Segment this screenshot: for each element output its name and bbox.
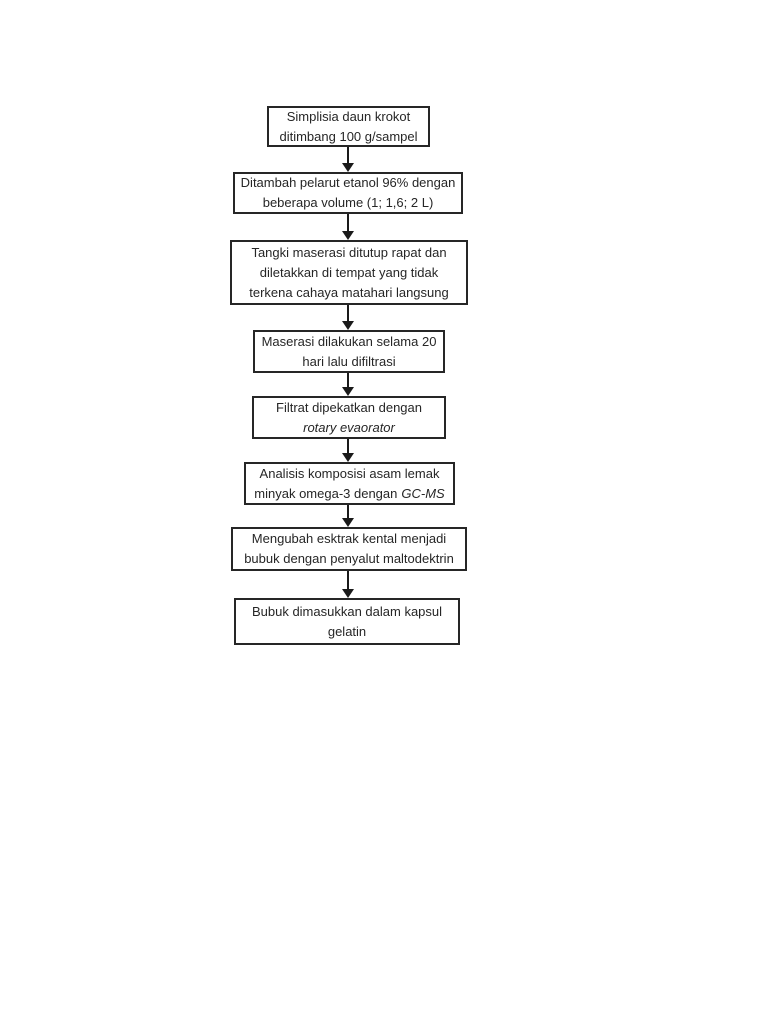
- node-text-line: Analisis komposisi asam lemak: [259, 465, 440, 481]
- node-text-line: Ditambah pelarut etanol 96% dengan: [240, 175, 456, 190]
- node-text-line: beberapa volume (1; 1,6; 2 L): [262, 195, 434, 210]
- arrow-stem: [347, 373, 349, 388]
- node-text-line: Mengubah esktrak kental menjadi: [251, 531, 447, 546]
- node-text-line: Filtrat dipekatkan dengan: [276, 399, 422, 415]
- node-text-line: rotary evaorator: [303, 419, 395, 435]
- node-text-line: gelatin: [327, 623, 367, 639]
- node-text-line: hari lalu difiltrasi: [302, 353, 396, 369]
- arrow-head: [342, 453, 354, 462]
- flowchart-node-analyze-fatty-acids: Analisis komposisi asam lemak minyak ome…: [244, 462, 455, 505]
- node-text-segment-italic: GC-MS: [401, 485, 445, 501]
- flowchart-node-convert-to-powder: Mengubah esktrak kental menjadi bubuk de…: [231, 527, 467, 571]
- flowchart-node-weigh-sample: Simplisia daun krokot ditimbang 100 g/sa…: [267, 106, 430, 147]
- node-text-line: bubuk dengan penyalut maltodektrin: [244, 551, 454, 566]
- node-text-line: terkena cahaya matahari langsung: [249, 284, 449, 300]
- arrow-down-icon: [342, 439, 354, 462]
- flowchart-node-close-tank: Tangki maserasi ditutup rapat dan dileta…: [230, 240, 468, 305]
- arrow-stem: [347, 571, 349, 590]
- arrow-head: [342, 163, 354, 172]
- node-text-line: diletakkan di tempat yang tidak: [259, 264, 439, 280]
- node-text-line: Bubuk dimasukkan dalam kapsul: [251, 603, 443, 619]
- arrow-stem: [347, 305, 349, 322]
- node-text-line: Simplisia daun krokot: [286, 108, 411, 124]
- arrow-head: [342, 231, 354, 240]
- flowchart-node-concentrate-filtrate: Filtrat dipekatkan dengan rotary evaorat…: [252, 396, 446, 439]
- node-text-line: Tangki maserasi ditutup rapat dan: [251, 244, 447, 260]
- arrow-down-icon: [342, 214, 354, 240]
- arrow-down-icon: [342, 305, 354, 330]
- flowchart-node-fill-capsules: Bubuk dimasukkan dalam kapsul gelatin: [234, 598, 460, 645]
- arrow-down-icon: [342, 571, 354, 598]
- arrow-head: [342, 321, 354, 330]
- arrow-stem: [347, 214, 349, 232]
- arrow-head: [342, 387, 354, 396]
- node-text-line: ditimbang 100 g/sampel: [279, 128, 418, 144]
- arrow-down-icon: [342, 373, 354, 396]
- arrow-stem: [347, 505, 349, 519]
- arrow-down-icon: [342, 505, 354, 527]
- arrow-head: [342, 589, 354, 598]
- flowchart-node-maceration: Maserasi dilakukan selama 20 hari lalu d…: [253, 330, 445, 373]
- arrow-head: [342, 518, 354, 527]
- arrow-down-icon: [342, 147, 354, 172]
- arrow-stem: [347, 439, 349, 454]
- node-text-line: Maserasi dilakukan selama 20: [261, 333, 437, 349]
- node-text-segment: minyak omega-3 dengan: [254, 485, 398, 501]
- arrow-stem: [347, 147, 349, 164]
- flowchart-node-add-solvent: Ditambah pelarut etanol 96% dengan beber…: [233, 172, 463, 214]
